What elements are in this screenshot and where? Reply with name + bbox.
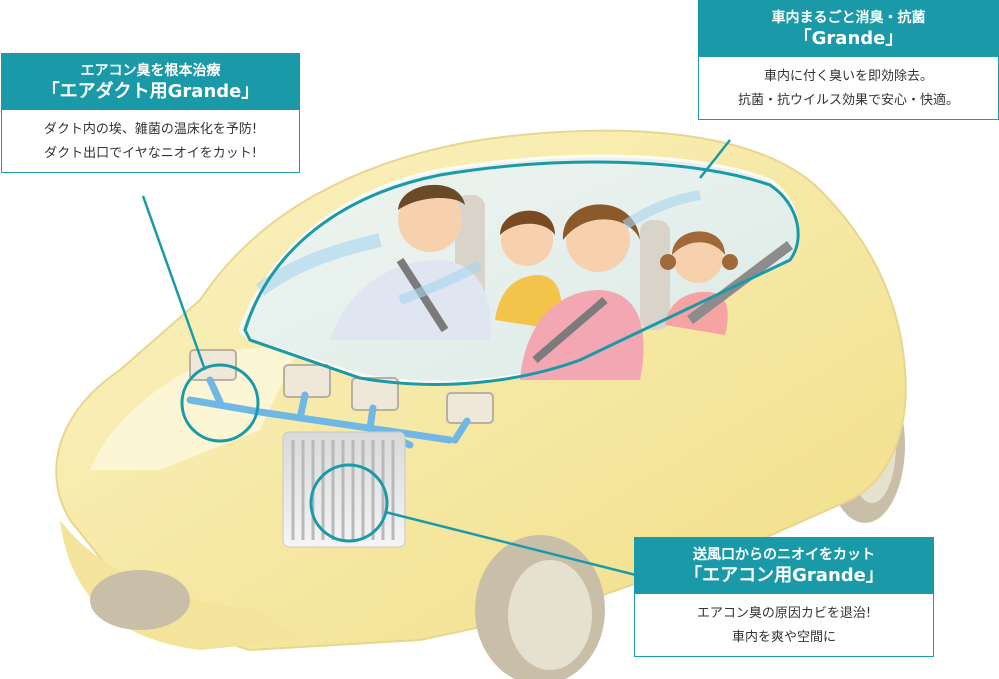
- duct-grande-callout: エアコン臭を根本治療 「エアダクト用Grande」 ダクト内の埃、雑菌の温床化を…: [1, 53, 300, 173]
- cabin-grande-callout-header: 車内まるごと消臭・抗菌 「Grande」: [699, 1, 998, 57]
- aircon-highlight-circle: [309, 463, 389, 543]
- aircon-grande-callout: 送風口からのニオイをカット 「エアコン用Grande」 エアコン臭の原因カビを退…: [634, 537, 934, 657]
- cabin-grande-subtitle: 車内まるごと消臭・抗菌: [771, 10, 926, 26]
- front-wheel: [475, 535, 605, 679]
- cabin-grande-desc-line1: 車内に付く臭いを即効除去。: [763, 69, 933, 84]
- duct-grande-description: ダクト内の埃、雑菌の温床化を予防! ダクト出口でイヤなニオイをカット!: [2, 110, 299, 172]
- cabin-highlight-outline: [243, 160, 800, 386]
- aircon-grande-subtitle: 送風口からのニオイをカット: [693, 547, 875, 563]
- aircon-grande-title: 「エアコン用Grande」: [684, 565, 884, 586]
- duct-grande-desc-line2: ダクト出口でイヤなニオイをカット!: [44, 146, 257, 161]
- mother-figure: [520, 204, 644, 380]
- aircon-leader-line: [384, 510, 637, 577]
- cabin-grande-description: 車内に付く臭いを即効除去。 抗菌・抗ウイルス効果で安心・快適。: [699, 57, 998, 119]
- duct-grande-desc-line1: ダクト内の埃、雑菌の温床化を予防!: [43, 122, 258, 137]
- aircon-grande-desc-line1: エアコン臭の原因カビを退治!: [696, 606, 872, 621]
- duct-grande-subtitle: エアコン臭を根本治療: [80, 63, 221, 79]
- aircon-grande-desc-line2: 車内を爽や空間に: [731, 630, 836, 645]
- cabin-grande-callout: 車内まるごと消臭・抗菌 「Grande」 車内に付く臭いを即効除去。 抗菌・抗ウ…: [698, 0, 999, 120]
- duct-grande-title: 「エアダクト用Grande」: [41, 81, 260, 102]
- cabin-leader-line: [699, 139, 731, 179]
- aircon-grande-description: エアコン臭の原因カビを退治! 車内を爽や空間に: [635, 594, 933, 656]
- duct-highlight-circle: [180, 363, 260, 443]
- duct-grande-callout-header: エアコン臭を根本治療 「エアダクト用Grande」: [2, 54, 299, 110]
- aircon-grande-callout-header: 送風口からのニオイをカット 「エアコン用Grande」: [635, 538, 933, 594]
- aircon-filter-unit: [282, 431, 406, 548]
- cabin-grande-title: 「Grande」: [793, 28, 904, 49]
- cabin-grande-desc-line2: 抗菌・抗ウイルス効果で安心・快適。: [737, 93, 959, 108]
- duct-leader-line: [141, 195, 207, 371]
